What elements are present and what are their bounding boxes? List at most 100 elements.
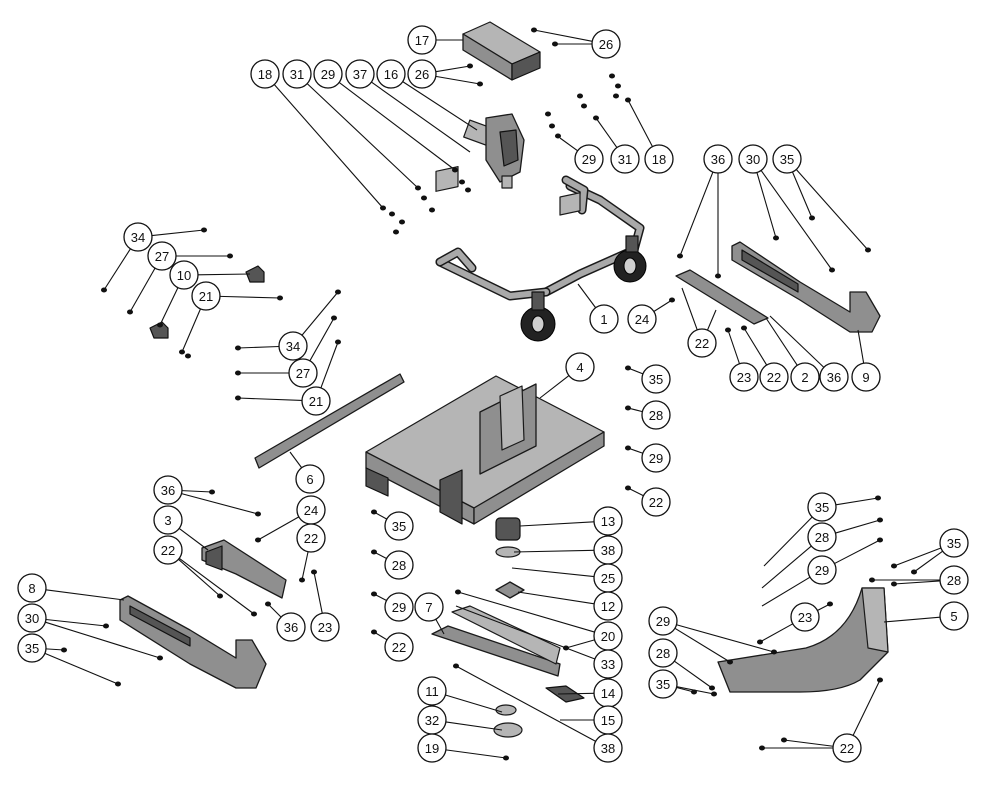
- leader-line-35: [791, 171, 813, 219]
- hardware-dot: [625, 445, 631, 451]
- callout-circle: [414, 592, 444, 622]
- callout-22: 22: [687, 328, 717, 358]
- leader-line-31: [306, 83, 419, 189]
- leader-line-37: [371, 81, 471, 153]
- hardware-dot: [911, 569, 917, 575]
- leader-line-29: [761, 576, 811, 607]
- callout-circle: [276, 612, 306, 642]
- callout-number: 30: [25, 611, 39, 626]
- part-5-curved-guard: [717, 587, 889, 693]
- callout-number: 10: [177, 268, 191, 283]
- hardware-dot: [581, 103, 587, 109]
- callout-number: 35: [780, 152, 794, 167]
- hardware-dot: [115, 681, 121, 687]
- callout-circle: [687, 328, 717, 358]
- callout-circle: [153, 475, 183, 505]
- callout-number: 29: [649, 451, 663, 466]
- leader-line-26: [435, 65, 471, 73]
- leader-line-10: [159, 287, 179, 326]
- callout-number: 21: [199, 289, 213, 304]
- hardware-dot: [593, 115, 599, 121]
- callout-35: 35: [807, 492, 837, 522]
- leader-line-27: [129, 267, 156, 313]
- callout-circle: [832, 733, 862, 763]
- callout-number: 20: [601, 629, 615, 644]
- callout-number: 11: [425, 684, 439, 699]
- callout-28: 28: [807, 522, 837, 552]
- callout-number: 36: [284, 620, 298, 635]
- leader-line-28: [761, 545, 812, 589]
- callout-circle: [610, 144, 640, 174]
- callout-22: 22: [641, 487, 671, 517]
- callout-15: 15: [593, 705, 623, 735]
- leader-line-18: [273, 84, 384, 209]
- hardware-dot: [331, 315, 337, 321]
- part-7-blade: [431, 605, 585, 703]
- part-1-wheel-frame: [435, 166, 647, 342]
- callout-number: 35: [649, 372, 663, 387]
- callout-17: 17: [407, 25, 437, 55]
- callout-circle: [641, 443, 671, 473]
- hardware-dot: [625, 365, 631, 371]
- hardware-dot: [127, 309, 133, 315]
- callout-22: 22: [759, 362, 789, 392]
- hardware-dot: [265, 601, 271, 607]
- callout-22: 22: [296, 523, 326, 553]
- callout-28: 28: [384, 550, 414, 580]
- leader-line-29: [834, 539, 881, 565]
- leader-line-22: [301, 551, 309, 581]
- leader-line-22: [681, 287, 698, 331]
- callout-23: 23: [790, 602, 820, 632]
- callout-circle: [648, 638, 678, 668]
- callout-number: 36: [161, 483, 175, 498]
- hardware-dot: [311, 569, 317, 575]
- callout-circle: [384, 592, 414, 622]
- leader-line-23: [759, 623, 794, 643]
- leader-line-35: [835, 497, 879, 506]
- callout-35: 35: [641, 364, 671, 394]
- hardware-dot: [625, 485, 631, 491]
- hardware-dot: [185, 353, 191, 359]
- hardware-dot: [179, 349, 185, 355]
- callout-number: 26: [415, 67, 429, 82]
- callout-35: 35: [17, 633, 47, 663]
- callout-38: 38: [593, 733, 623, 763]
- hardware-dot: [865, 247, 871, 253]
- hardware-dot: [399, 219, 405, 225]
- leader-line-34: [237, 345, 280, 349]
- hardware-dot: [459, 179, 465, 185]
- leader-line-34: [301, 291, 339, 336]
- callout-circle: [641, 487, 671, 517]
- callout-37: 37: [345, 59, 375, 89]
- callout-36: 36: [703, 144, 733, 174]
- callout-circle: [593, 591, 623, 621]
- leader-line-22: [706, 309, 717, 331]
- callout-36: 36: [153, 475, 183, 505]
- callout-number: 22: [767, 370, 781, 385]
- callout-number: 17: [415, 33, 429, 48]
- leader-line-30: [760, 170, 833, 271]
- callout-circle: [278, 331, 308, 361]
- leader-line-26: [533, 29, 593, 42]
- callout-circle: [772, 144, 802, 174]
- callout-circle: [644, 144, 674, 174]
- callout-number: 29: [392, 600, 406, 615]
- leader-line-34: [103, 248, 131, 291]
- callout-number: 35: [656, 677, 670, 692]
- callout-circle: [407, 59, 437, 89]
- hardware-dot: [389, 211, 395, 217]
- callout-number: 36: [711, 152, 725, 167]
- leader-line-20: [565, 639, 595, 649]
- callout-number: 5: [950, 609, 957, 624]
- callout-29: 29: [648, 606, 678, 636]
- part-6-long-bar: [254, 373, 405, 469]
- callout-number: 4: [576, 360, 583, 375]
- hardware-dot: [255, 511, 261, 517]
- hardware-dot: [552, 41, 558, 47]
- leader-line-35: [913, 550, 943, 573]
- hardware-dot: [625, 97, 631, 103]
- callout-number: 34: [131, 230, 145, 245]
- hardware-dot: [61, 647, 67, 653]
- hardware-dot: [669, 297, 675, 303]
